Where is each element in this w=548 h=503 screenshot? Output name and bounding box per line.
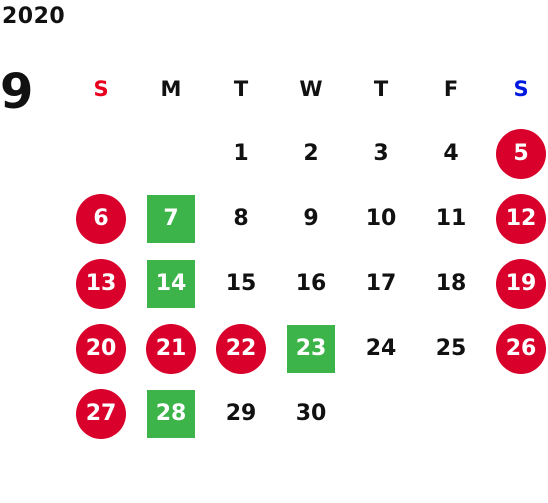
day-number-7: 7 — [147, 194, 195, 243]
day-number-15: 15 — [225, 271, 257, 296]
day-number-18: 18 — [435, 271, 467, 296]
day-cell[interactable]: 26 — [486, 316, 548, 381]
day-number-1: 1 — [233, 141, 249, 166]
weekday-header-tuesday: T — [233, 76, 249, 101]
day-number-9: 9 — [303, 206, 319, 231]
day-number-22: 22 — [216, 323, 266, 374]
day-number-3: 3 — [373, 141, 389, 166]
day-number-30: 30 — [295, 401, 327, 426]
day-cell[interactable]: 13 — [66, 251, 136, 316]
day-number-10: 10 — [365, 206, 397, 231]
day-cell[interactable]: 6 — [66, 186, 136, 251]
weekday-header-monday: M — [160, 76, 182, 101]
day-cell[interactable]: 1 — [206, 121, 276, 186]
weekday-header-wednesday: W — [299, 76, 323, 101]
day-cell[interactable]: 19 — [486, 251, 548, 316]
day-number-20: 20 — [76, 323, 126, 374]
day-cell[interactable]: 21 — [136, 316, 206, 381]
day-cell[interactable]: 17 — [346, 251, 416, 316]
day-number-5: 5 — [496, 128, 546, 179]
day-cell[interactable]: 11 — [416, 186, 486, 251]
weekday-header-saturday: S — [513, 76, 529, 101]
day-number-27: 27 — [76, 388, 126, 439]
day-cell[interactable]: 30 — [276, 381, 346, 446]
day-cell[interactable]: 10 — [346, 186, 416, 251]
day-number-28: 28 — [147, 389, 195, 438]
day-number-16: 16 — [295, 271, 327, 296]
day-cell[interactable]: 12 — [486, 186, 548, 251]
day-number-24: 24 — [365, 336, 397, 361]
day-cell[interactable]: 8 — [206, 186, 276, 251]
calendar-year: 2020 — [2, 4, 66, 29]
day-cell[interactable]: 2 — [276, 121, 346, 186]
day-cell[interactable]: 28 — [136, 381, 206, 446]
day-cell[interactable]: 9 — [276, 186, 346, 251]
day-number-17: 17 — [365, 271, 397, 296]
day-number-4: 4 — [443, 141, 459, 166]
day-number-13: 13 — [76, 258, 126, 309]
day-cell[interactable]: 29 — [206, 381, 276, 446]
day-number-14: 14 — [147, 259, 195, 308]
day-cell[interactable]: 18 — [416, 251, 486, 316]
day-cell[interactable]: 24 — [346, 316, 416, 381]
empty-cell — [136, 121, 206, 186]
day-number-2: 2 — [303, 141, 319, 166]
day-cell[interactable]: 14 — [136, 251, 206, 316]
day-cell[interactable]: 5 — [486, 121, 548, 186]
day-number-29: 29 — [225, 401, 257, 426]
weekday-header-thursday: T — [373, 76, 389, 101]
day-cell[interactable]: 27 — [66, 381, 136, 446]
day-number-12: 12 — [496, 193, 546, 244]
empty-cell — [66, 121, 136, 186]
day-number-21: 21 — [146, 323, 196, 374]
day-cell[interactable]: 3 — [346, 121, 416, 186]
day-cell[interactable]: 16 — [276, 251, 346, 316]
day-number-23: 23 — [287, 324, 335, 373]
weekday-header-sunday: S — [93, 76, 109, 101]
day-cell[interactable]: 22 — [206, 316, 276, 381]
calendar-month: 9 — [0, 64, 34, 120]
day-cell[interactable]: 20 — [66, 316, 136, 381]
day-number-8: 8 — [233, 206, 249, 231]
day-cell[interactable]: 25 — [416, 316, 486, 381]
day-number-25: 25 — [435, 336, 467, 361]
day-cell[interactable]: 23 — [276, 316, 346, 381]
weekday-header-friday: F — [443, 76, 459, 101]
day-cell[interactable]: 4 — [416, 121, 486, 186]
day-number-26: 26 — [496, 323, 546, 374]
day-cell[interactable]: 15 — [206, 251, 276, 316]
day-number-19: 19 — [496, 258, 546, 309]
day-number-6: 6 — [76, 193, 126, 244]
day-number-11: 11 — [435, 206, 467, 231]
day-cell[interactable]: 7 — [136, 186, 206, 251]
